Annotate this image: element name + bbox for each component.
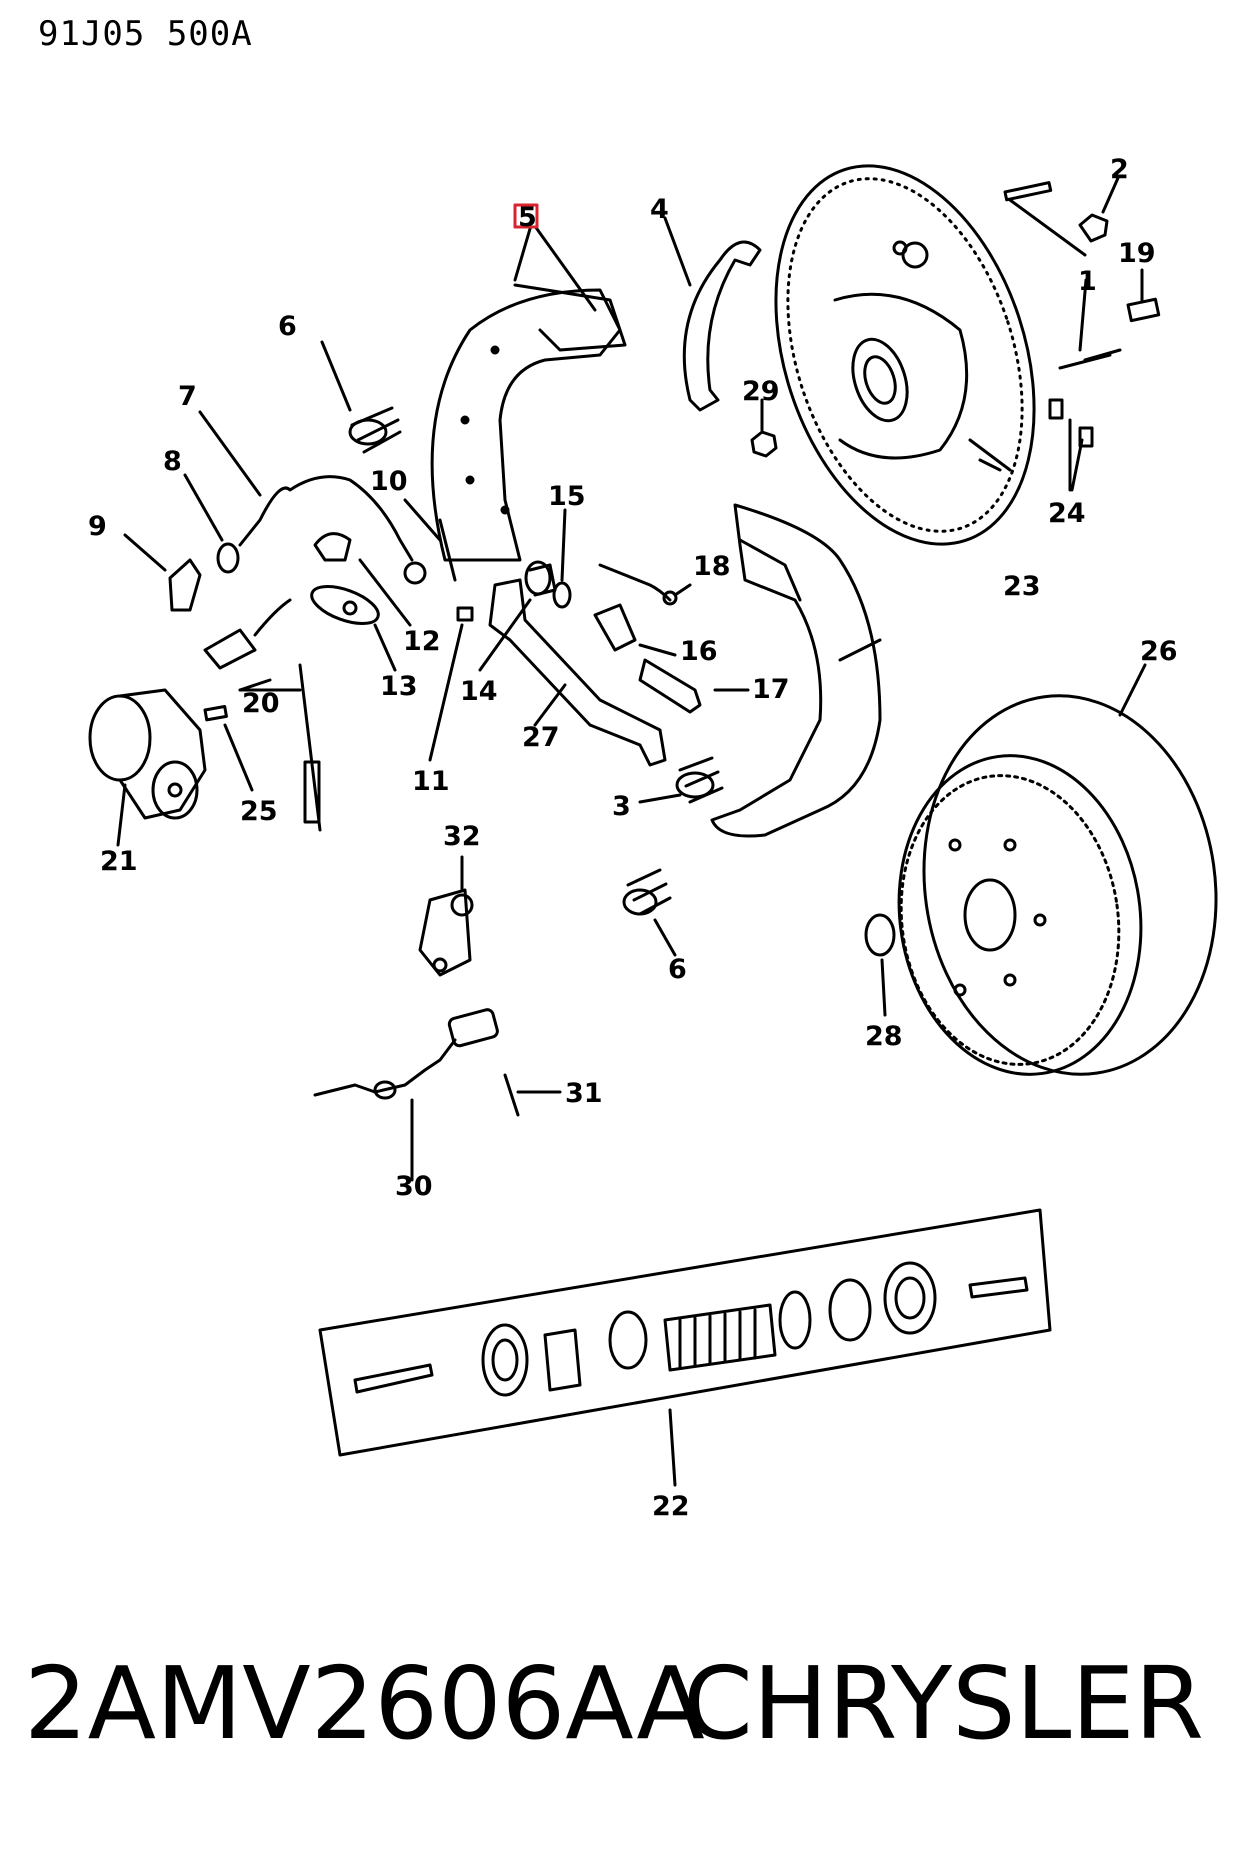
plug-28 (864, 913, 896, 1017)
spring-3 (638, 756, 724, 804)
callout-29: 29 (742, 376, 780, 407)
callout-28: 28 (865, 1021, 903, 1052)
callout-2: 2 (1110, 154, 1129, 185)
callout-1: 1 (1078, 266, 1097, 297)
washer-15 (552, 508, 572, 609)
spring-10 (403, 498, 457, 582)
callout-4: 4 (650, 194, 669, 225)
spring-18 (598, 563, 692, 606)
callout-21: 21 (100, 846, 138, 877)
brake-drum-26 (897, 663, 1218, 1076)
callout-11: 11 (412, 766, 450, 797)
brake-shoe-secondary (710, 503, 882, 838)
screw-17 (638, 658, 750, 714)
bolt-19 (1126, 268, 1161, 323)
brand-name: CHRYSLER (682, 1645, 1204, 1762)
plate-9 (123, 533, 202, 612)
callout-25: 25 (240, 796, 278, 827)
adjuster-14 (478, 560, 557, 672)
callout-18: 18 (693, 551, 731, 582)
callout-9: 9 (88, 511, 107, 542)
backing-plate (774, 164, 1036, 546)
bleeder-25 (203, 705, 254, 792)
callout-30: 30 (395, 1171, 433, 1202)
spring-6-top (320, 340, 402, 454)
callout-23: 23 (1003, 571, 1041, 602)
clips-24 (1048, 398, 1094, 492)
callout-8: 8 (163, 446, 182, 477)
callout-27: 27 (522, 722, 560, 753)
nut-2 (1078, 176, 1120, 243)
lever-27 (488, 578, 667, 767)
callout-14: 14 (460, 676, 498, 707)
callout-17: 17 (752, 674, 790, 705)
diagram-code: 91J05 500A (38, 14, 253, 54)
adjuster-link-4 (663, 216, 762, 412)
part-number: 2AMV2606AA (24, 1645, 705, 1762)
callout-20: 20 (242, 688, 280, 719)
callout-32: 32 (443, 821, 481, 852)
boot-20 (203, 598, 292, 692)
callout-5: 5 (518, 202, 537, 233)
pin-11 (428, 606, 474, 762)
washer-12 (313, 532, 412, 627)
wheel-cylinder-21 (88, 688, 207, 847)
spring-6-bottom (622, 868, 677, 957)
callout-6-bottom: 6 (668, 954, 687, 985)
callout-31: 31 (565, 1078, 603, 1109)
bracket-32 (418, 855, 474, 977)
callout-19: 19 (1118, 238, 1156, 269)
callout-3: 3 (612, 791, 631, 822)
screw-31 (503, 1073, 562, 1117)
callout-24: 24 (1048, 498, 1086, 529)
callout-7: 7 (178, 381, 197, 412)
callout-16: 16 (680, 636, 718, 667)
footer: 2AMV2606AA CHRYSLER (0, 1645, 1244, 1795)
anchor-8 (183, 473, 240, 574)
callout-6-top: 6 (278, 311, 297, 342)
callout-22: 22 (652, 1491, 690, 1522)
callout-12: 12 (403, 626, 441, 657)
spring-20 (238, 663, 322, 832)
callout-10: 10 (370, 466, 408, 497)
highlight-marker-5[interactable] (513, 203, 539, 229)
callout-13: 13 (380, 671, 418, 702)
bolt-1 (1003, 181, 1122, 370)
plate-13 (310, 585, 397, 672)
callout-15: 15 (548, 481, 586, 512)
pivot-16 (593, 603, 677, 657)
callout-26: 26 (1140, 636, 1178, 667)
cable-7 (198, 410, 427, 585)
brake-shoe-5 (430, 220, 627, 562)
repair-kit-panel-22 (318, 1208, 1052, 1487)
cable-assembly-30 (313, 1008, 499, 1182)
nut-29 (750, 398, 778, 458)
